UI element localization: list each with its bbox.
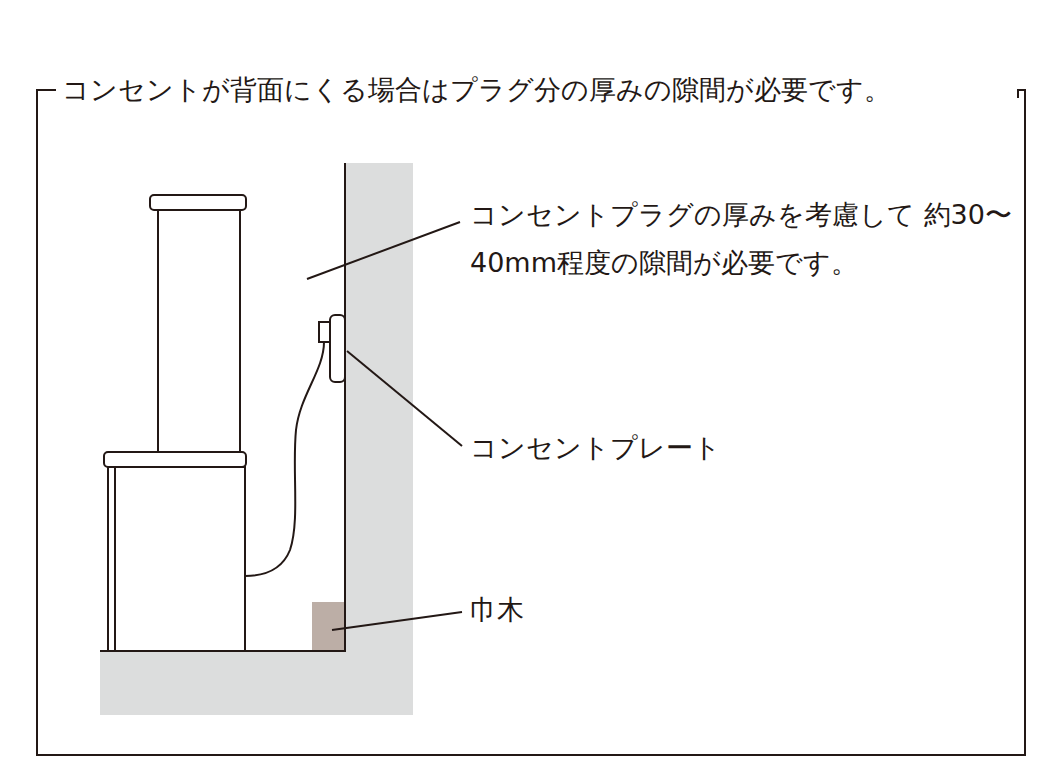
baseboard [312, 602, 345, 651]
frame [37, 90, 1025, 755]
tall-unit [158, 210, 240, 452]
plug [319, 322, 330, 342]
leader-line [347, 351, 462, 446]
top-cap [150, 195, 246, 210]
cabinet-door [114, 467, 116, 651]
callout-note: コンセントプラグの厚みを考慮して 約30〜40mm程度の隙間が必要です。 [470, 191, 1030, 287]
counter-top [104, 452, 246, 467]
cabinet [108, 467, 245, 651]
wall [345, 163, 413, 715]
leader-line [307, 222, 460, 279]
part-name: コンセントプレート [470, 424, 721, 472]
wall-floor-line [100, 163, 345, 651]
diagram-title: コンセントが背面にくる場合はプラグ分の厚みの隙間が必要です。 [56, 72, 897, 108]
leader-line [332, 612, 462, 630]
cord [245, 342, 324, 576]
part-name: 巾木 [470, 586, 524, 634]
outlet-plate [330, 315, 345, 382]
